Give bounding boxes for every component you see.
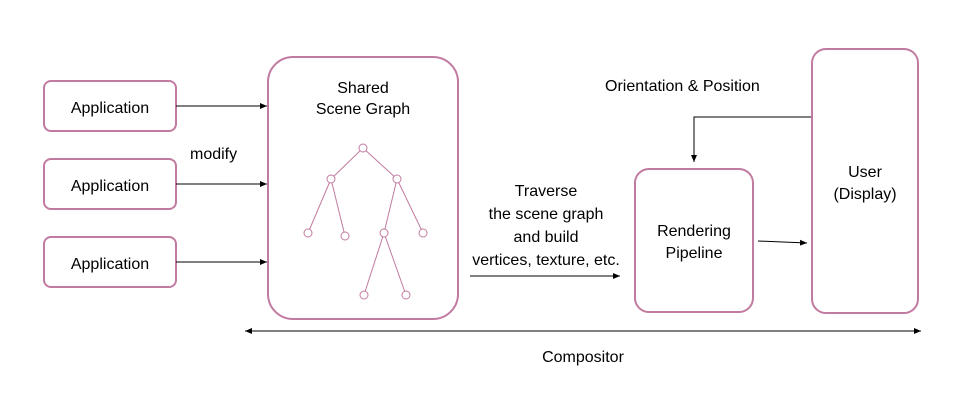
user-label-line1: User — [848, 164, 882, 181]
application-box-2: Application — [43, 158, 177, 210]
user-display-box: User (Display) — [811, 48, 919, 314]
orientation-position-label: Orientation & Position — [605, 78, 760, 95]
pipeline-to-user-arrow — [757, 239, 808, 246]
modify-label: modify — [190, 146, 237, 163]
rendering-pipeline-line2: Pipeline — [666, 245, 723, 262]
application-box-1: Application — [43, 80, 177, 132]
application-box-3: Application — [43, 236, 177, 288]
user-to-pipeline-feedback-arrow — [691, 116, 812, 162]
compositor-label: Compositor — [542, 349, 624, 366]
user-label-line2: (Display) — [833, 186, 896, 203]
traverse-label-line3: and build — [514, 229, 579, 246]
traverse-label-line1: Traverse — [515, 183, 578, 200]
application-label-3: Application — [71, 256, 149, 273]
scene-graph-title-line1: Shared — [337, 80, 389, 97]
scene-graph-title-line2: Scene Graph — [316, 101, 410, 118]
traverse-label-line4: vertices, texture, etc. — [472, 252, 620, 269]
application-label-1: Application — [71, 100, 149, 117]
traverse-label-line2: the scene graph — [489, 206, 604, 223]
rendering-pipeline-box: Rendering Pipeline — [634, 168, 754, 313]
scene-graph-tree-icon — [303, 143, 428, 300]
application-label-2: Application — [71, 178, 149, 195]
shared-scene-graph-box: Shared Scene Graph — [267, 56, 459, 320]
rendering-pipeline-line1: Rendering — [657, 223, 731, 240]
traverse-label: Traverse the scene graph and build verti… — [472, 183, 620, 269]
